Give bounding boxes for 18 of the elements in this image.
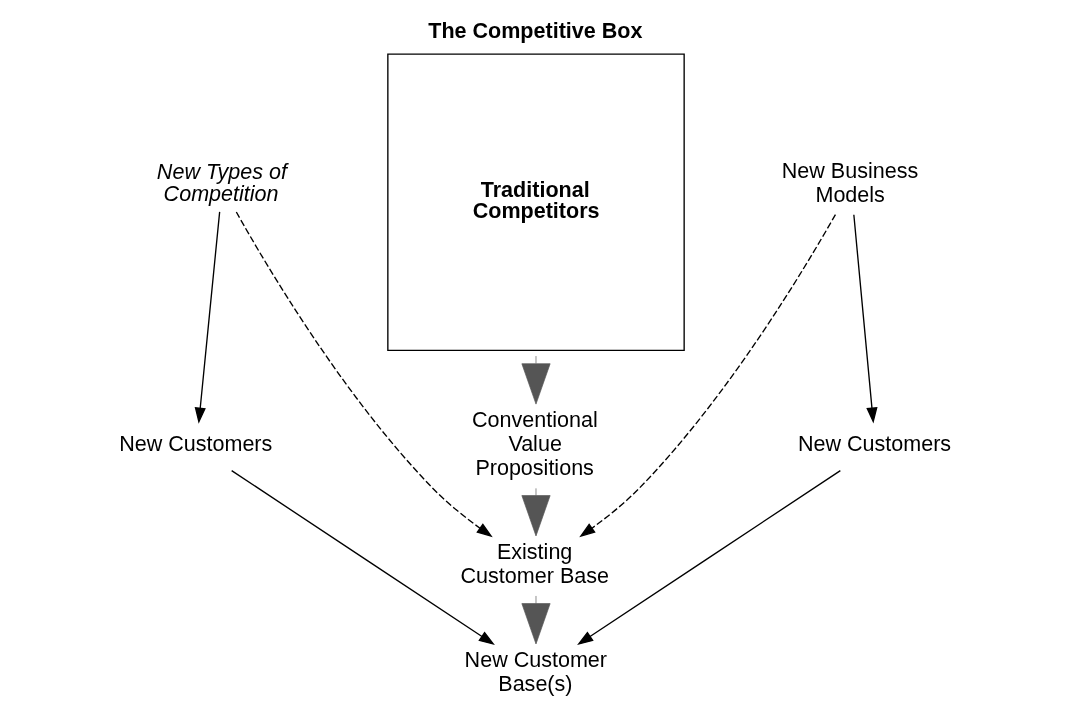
- arrow: [230, 469, 495, 646]
- node-label: The Competitive Box: [428, 18, 643, 43]
- arrow: [579, 213, 837, 538]
- node-text: Conventional Value Propositions: [472, 407, 598, 481]
- node-text: New Customers: [797, 432, 952, 457]
- node-text: New Customers: [119, 432, 273, 457]
- arrow: [194, 211, 221, 424]
- node-text: Existing Customer Base: [460, 539, 609, 589]
- node-text: New Customer Base(s): [464, 647, 608, 696]
- arrow: [235, 211, 493, 538]
- arrow: [521, 488, 551, 537]
- arrow: [521, 355, 551, 405]
- arrow: [577, 469, 842, 646]
- node-text: New Types of Competition: [156, 160, 287, 206]
- arrow: [853, 214, 878, 424]
- node-box: Traditional Competitors: [387, 53, 685, 352]
- node-text: New Business Models: [781, 158, 919, 207]
- arrow: [521, 595, 551, 645]
